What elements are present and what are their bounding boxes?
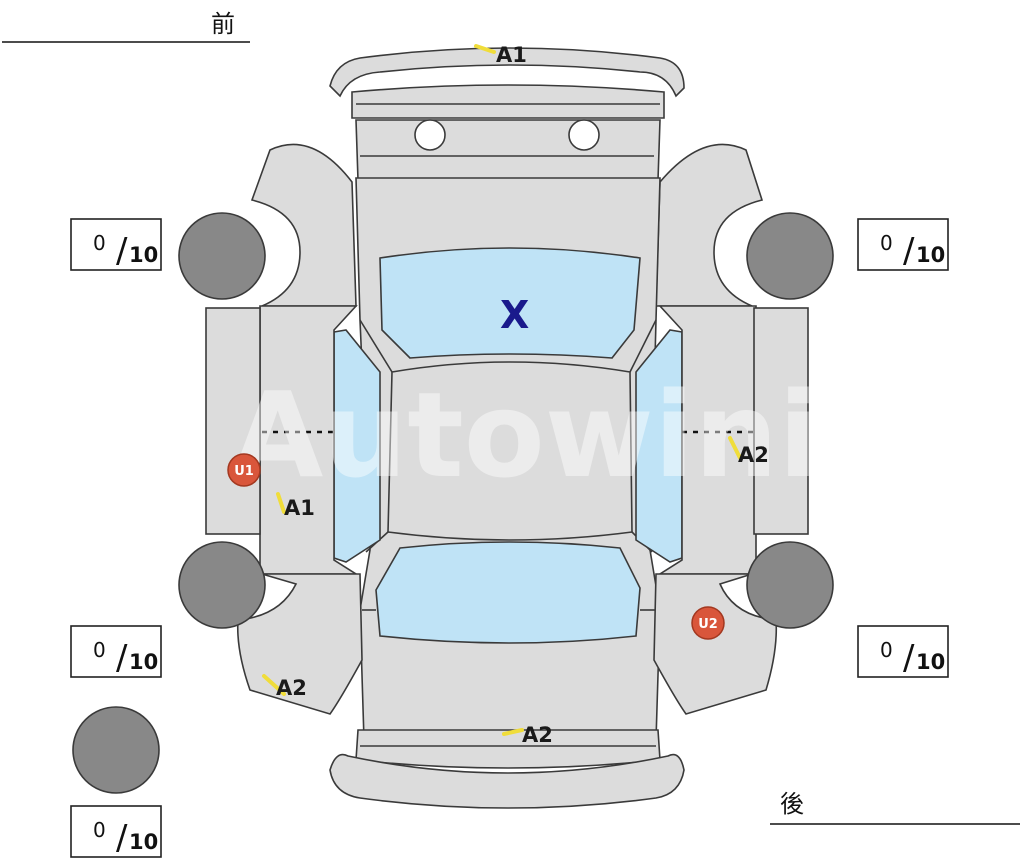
scratch-mark	[728, 436, 742, 460]
spare-tire[interactable]	[72, 706, 160, 794]
rear-right-tire[interactable]	[746, 541, 834, 629]
engine-panel[interactable]	[355, 119, 661, 181]
tire-score-slash: /	[903, 231, 915, 271]
front-label: 前	[211, 10, 235, 38]
right-rear-quarter[interactable]	[653, 573, 778, 715]
tire-score-rear-right: 0 / 10	[857, 625, 949, 678]
tire-score-value: 0	[93, 231, 106, 255]
damage-code-rear-bumper: A2	[522, 723, 553, 747]
trunk-lid[interactable]	[355, 729, 661, 769]
tire-score-slash: /	[903, 638, 915, 678]
tire-score-front-right: 0 / 10	[857, 218, 949, 271]
scratch-mark	[502, 728, 524, 736]
headlight-right-icon	[568, 119, 600, 151]
rear-window[interactable]	[375, 541, 641, 644]
damage-code-front-bumper: A1	[496, 43, 527, 67]
tire-score-max: 10	[129, 830, 158, 854]
scratch-mark	[262, 674, 286, 696]
rear-bumper[interactable]	[329, 753, 685, 809]
tire-score-value: 0	[880, 638, 893, 662]
unit-badge-right-text: U2	[698, 617, 718, 632]
tire-score-value: 0	[93, 818, 106, 842]
windshield[interactable]	[379, 247, 641, 359]
damage-code-left-door: A1	[284, 496, 315, 520]
rear-left-tire[interactable]	[178, 541, 266, 629]
scratch-mark	[276, 492, 286, 514]
right-rocker-panel[interactable]	[753, 307, 809, 535]
tire-score-max: 10	[129, 650, 158, 674]
tire-score-front-left: 0 / 10	[70, 218, 162, 271]
damage-code-left-rear-quarter: A2	[276, 676, 307, 700]
right-front-fender[interactable]	[655, 143, 764, 307]
left-front-fender[interactable]	[250, 143, 357, 307]
scratch-mark	[474, 44, 496, 54]
tire-score-max: 10	[916, 243, 945, 267]
hood-front-panel[interactable]	[351, 84, 665, 119]
front-bumper[interactable]	[329, 47, 685, 98]
pillar-line	[629, 319, 657, 373]
unit-badge-left-text: U1	[234, 464, 254, 479]
tire-score-max: 10	[129, 243, 158, 267]
damage-code-right-door: A2	[738, 443, 769, 467]
tire-score-value: 0	[93, 638, 106, 662]
tire-score-slash: /	[116, 818, 128, 858]
tire-score-spare: 0 / 10	[70, 805, 162, 858]
tire-score-max: 10	[916, 650, 945, 674]
front-right-tire[interactable]	[746, 212, 834, 300]
tire-score-slash: /	[116, 231, 128, 271]
unit-badge-left	[227, 453, 261, 487]
unit-badge-right	[691, 606, 725, 640]
watermark-text: Autowini	[232, 366, 819, 504]
pillar-line	[359, 319, 393, 373]
headlight-left-icon	[414, 119, 446, 151]
tire-score-value: 0	[880, 231, 893, 255]
left-rocker-panel[interactable]	[205, 307, 261, 535]
front-left-tire[interactable]	[178, 212, 266, 300]
tire-score-slash: /	[116, 638, 128, 678]
rear-label: 後	[780, 790, 804, 818]
tire-score-rear-left: 0 / 10	[70, 625, 162, 678]
windshield-x-mark: X	[500, 293, 529, 337]
